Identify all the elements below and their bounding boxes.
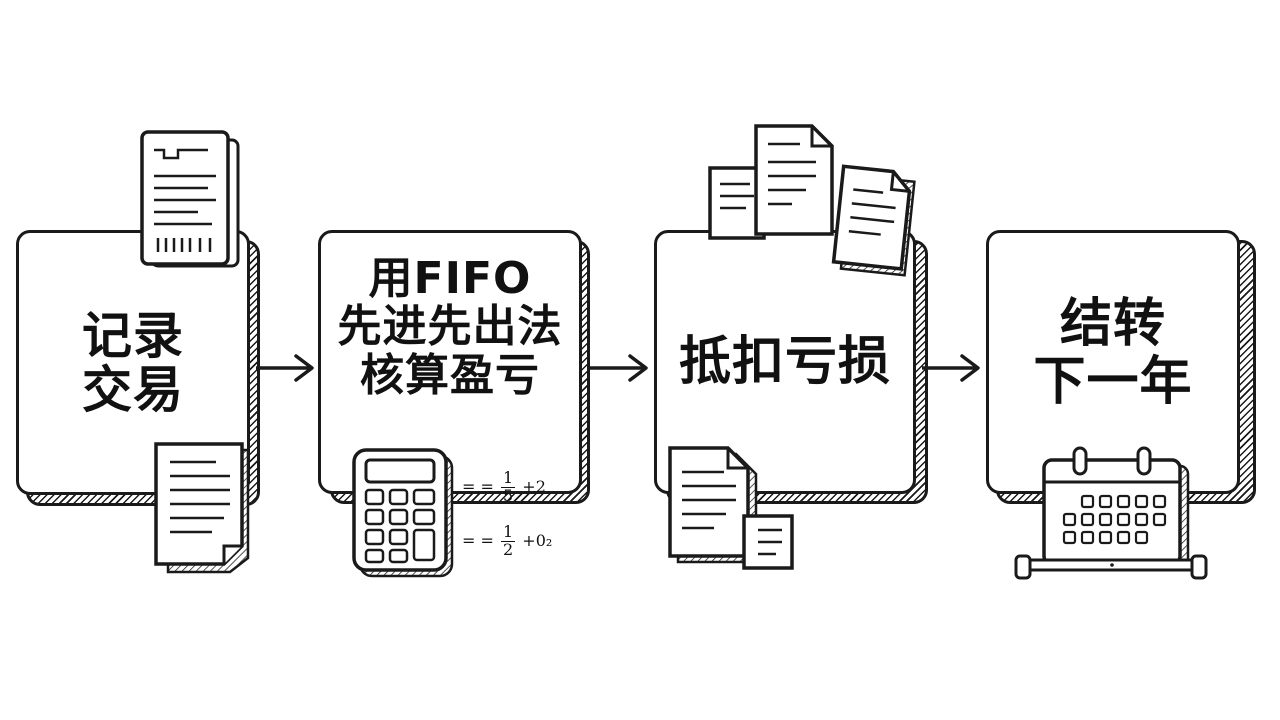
formula-prefix: = = (462, 476, 494, 496)
step-label-fifo: 用FIFO 先进先出法 核算盈亏 (337, 253, 563, 401)
formula-numerator: 1 (501, 522, 516, 542)
calculator-icon (352, 448, 454, 578)
document-icon (154, 442, 250, 574)
formula-suffix: +0₂ (522, 530, 553, 550)
formula-suffix: +2 (522, 476, 546, 496)
calendar-icon (1014, 446, 1208, 580)
step-label-record: 记录 交易 (82, 306, 184, 419)
documents-stack-icon (668, 446, 794, 570)
step-label-carry: 结转 下一年 (1033, 294, 1193, 413)
formula-numerator: 1 (501, 468, 516, 488)
arrow-right-icon (590, 354, 648, 382)
arrow-right-icon (256, 354, 314, 382)
arrow-right-icon (922, 354, 980, 382)
step-label-deduct: 抵扣亏损 (678, 331, 891, 392)
step-box-carry: 结转 下一年 (986, 230, 1240, 494)
documents-stack-icon (708, 124, 916, 277)
document-icon (140, 130, 240, 268)
formula-prefix: = = (462, 530, 494, 550)
formula-denominator: 5 (503, 485, 514, 505)
step-box-record: 记录 交易 (16, 230, 250, 495)
formula-denominator: 2 (503, 539, 514, 559)
